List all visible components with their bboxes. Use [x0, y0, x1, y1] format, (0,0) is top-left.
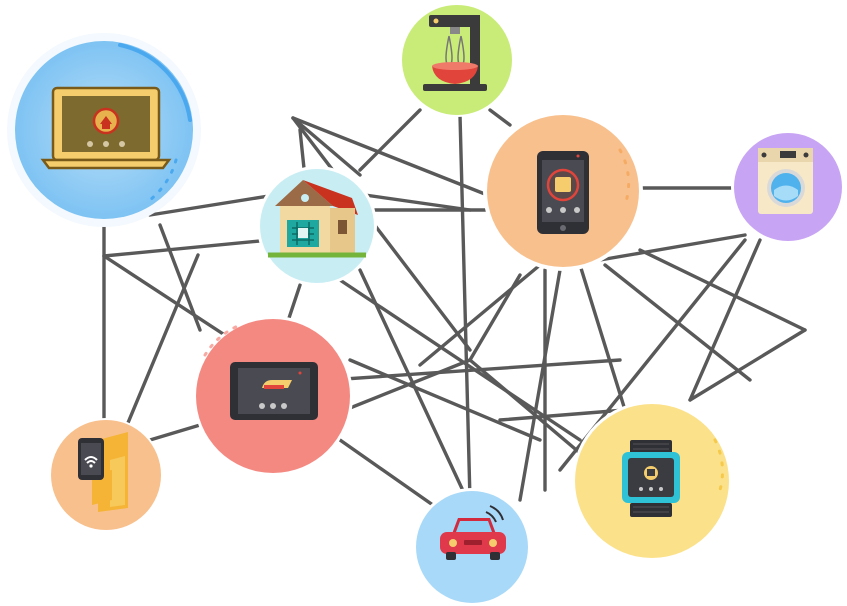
kitchen-mixer-icon [423, 15, 487, 91]
tablet-node[interactable] [193, 316, 353, 476]
washing-machine-node[interactable] [731, 130, 845, 244]
phone-door-node[interactable] [49, 418, 163, 532]
smartphone-app-icon [537, 151, 589, 234]
washing-machine-icon [758, 148, 813, 214]
connected-car-icon [440, 505, 506, 560]
mixer-node[interactable] [400, 3, 514, 117]
smart-house-icon [268, 180, 366, 258]
tablet-iron-control-icon [230, 362, 318, 420]
smartwatch-icon [622, 440, 680, 517]
phone-door-lock-icon [78, 432, 128, 512]
laptop-node[interactable] [7, 33, 201, 227]
smartwatch-node[interactable] [572, 401, 732, 561]
laptop-home-control-icon [40, 86, 172, 170]
smart-house-node[interactable] [257, 166, 377, 286]
smartphone-node[interactable] [483, 111, 643, 271]
car-node[interactable] [413, 488, 531, 606]
